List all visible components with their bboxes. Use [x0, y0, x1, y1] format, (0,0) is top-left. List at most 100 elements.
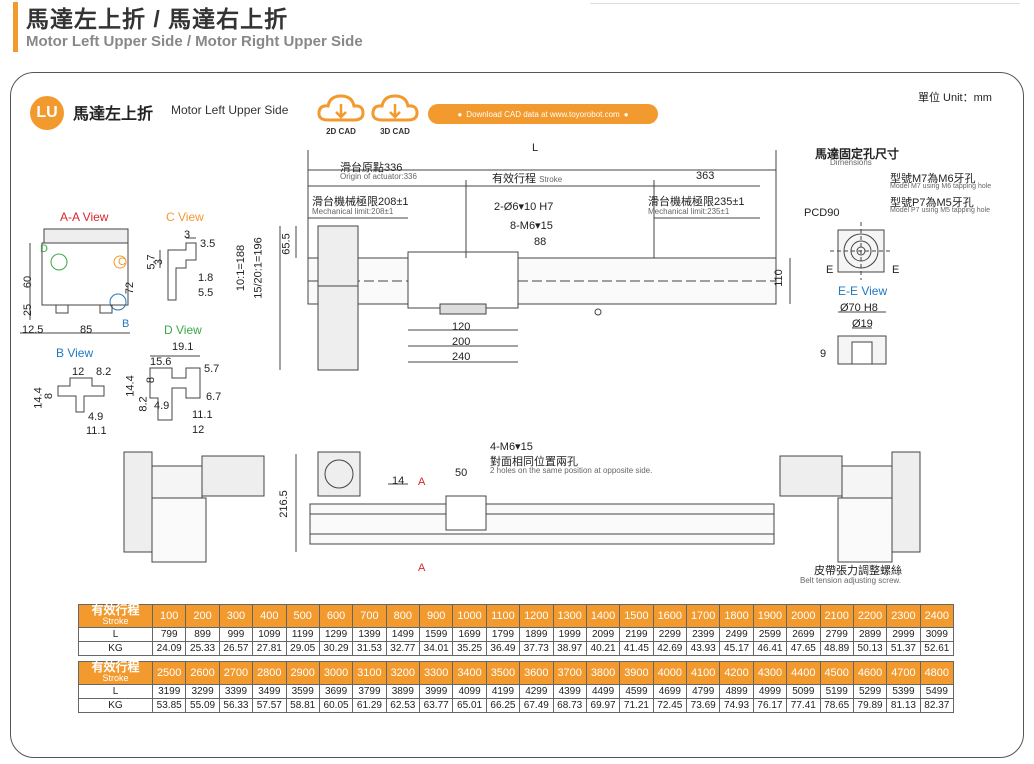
kg-row-cell: 29.05: [285, 641, 320, 656]
stroke-cell: 3900: [619, 661, 654, 685]
section-a-bottom: A: [418, 562, 426, 574]
kg-row-cell: 78.65: [819, 698, 854, 713]
kg-row-cell: 36.49: [485, 641, 521, 656]
kg-row-cell: 66.25: [485, 698, 521, 713]
stroke-cell: 1100: [485, 604, 521, 628]
dim-88: 88: [534, 236, 547, 248]
l-row-cell: 4799: [685, 684, 721, 699]
l-row-cell: 3999: [418, 684, 454, 699]
stroke-cell: 3800: [585, 661, 621, 685]
kg-row-cell: 32.77: [385, 641, 421, 656]
l-row-cell: 899: [185, 627, 220, 642]
stroke-cell: 800: [385, 604, 421, 628]
stroke-cell: 4700: [886, 661, 921, 685]
dim-65-5: 65.5: [280, 233, 293, 255]
l-row-cell: 2099: [585, 627, 621, 642]
cloud-download-icon: [317, 94, 365, 122]
d-view-profile: [149, 355, 201, 421]
kg-row-cell: 37.73: [519, 641, 554, 656]
c-view-profile: [159, 237, 197, 301]
stroke-cell: 2300: [886, 604, 921, 628]
cad-3d-label: 3D CAD: [380, 127, 410, 136]
l-row-cell: 2399: [685, 627, 721, 642]
dim-mech235-en: Mechanical limit:235±1: [648, 207, 730, 216]
stroke-cell: 700: [352, 604, 387, 628]
kg-row-cell: 53.85: [151, 698, 187, 713]
kg-row-cell: 63.77: [418, 698, 454, 713]
stroke-cell: 1700: [685, 604, 721, 628]
stroke-cell: 4500: [819, 661, 854, 685]
stroke-zh: 有效行程: [91, 660, 140, 674]
e-label-left: E: [826, 264, 834, 276]
stroke-cell: 300: [218, 604, 254, 628]
l-row-cell: 3399: [218, 684, 254, 699]
kg-row-cell: 67.49: [519, 698, 554, 713]
dim-stroke-zh: 有效行程: [492, 173, 536, 185]
l-row-cell: 999: [218, 627, 254, 642]
stroke-cell: 1000: [452, 604, 487, 628]
kg-row-cell: 48.89: [819, 641, 854, 656]
b-dim-8-2: 8.2: [96, 366, 112, 378]
right-side-view: [779, 451, 921, 563]
stroke-cell: 4800: [919, 661, 955, 685]
cad-2d-label: 2D CAD: [326, 127, 356, 136]
stroke-cell: 3300: [418, 661, 454, 685]
l-row-cell: 3499: [252, 684, 287, 699]
left-side-view: [123, 451, 265, 563]
stroke-cell: 400: [252, 604, 287, 628]
stroke-cell: 2700: [218, 661, 254, 685]
kg-row-cell: 62.53: [385, 698, 421, 713]
kg-row-cell: 25.33: [185, 641, 220, 656]
l-row-cell: 4599: [619, 684, 654, 699]
dim-120: 120: [452, 321, 471, 333]
dim-origin: 滑台原點336: [340, 162, 403, 174]
c-dim-3b: 3: [153, 258, 166, 266]
cad-3d-button[interactable]: 3D CAD: [370, 92, 420, 136]
dim-phi19: Ø19: [852, 318, 873, 330]
cad-2d-button[interactable]: 2D CAD: [316, 92, 366, 136]
stroke-cell: 600: [318, 604, 354, 628]
dim-l: L: [532, 142, 539, 154]
download-cad-label: Download CAD data at www.toyorobot.com: [466, 109, 620, 119]
l-row-cell: 2799: [819, 627, 854, 642]
motor-hole-title-en: Dimensions: [830, 158, 872, 167]
kg-row-cell: 69.97: [585, 698, 621, 713]
same-pos-label: 對面相同位置兩孔: [490, 456, 578, 468]
stroke-cell: 1800: [719, 604, 754, 628]
l-row-cell: 1999: [552, 627, 587, 642]
m7-note-en: Model M7 using M6 tapping hole: [890, 183, 992, 190]
l-row-cell: 5299: [852, 684, 888, 699]
m7-note: 型號M7為M6牙孔: [890, 173, 976, 185]
dim-72: 72: [124, 281, 137, 295]
b-dim-4-9: 4.9: [88, 411, 104, 423]
stroke-cell: 3100: [352, 661, 387, 685]
kg-row-cell: 57.57: [252, 698, 287, 713]
kg-row-cell: 74.93: [719, 698, 754, 713]
d-dim-11-1: 11.1: [192, 409, 213, 421]
l-row-cell: 5399: [886, 684, 921, 699]
stroke-cell: 2000: [786, 604, 821, 628]
stroke-cell: 4400: [786, 661, 821, 685]
motor-flange-view: [830, 222, 892, 365]
stroke-cell: 3200: [385, 661, 421, 685]
section-badge: LU: [30, 96, 64, 130]
same-pos-label-en: 2 holes on the same position at opposite…: [490, 466, 653, 475]
l-row-cell: 1099: [252, 627, 287, 642]
kg-row-cell: 35.25: [452, 641, 487, 656]
b-view-label: B View: [56, 346, 94, 360]
dim-hole-phi: 2-Ø6▾10 H7: [494, 201, 554, 213]
d-dim-14-4: 14.4: [124, 375, 137, 397]
dim-60: 60: [22, 275, 35, 289]
l-row-cell: 1599: [418, 627, 454, 642]
download-cad-link[interactable]: ● Download CAD data at www.toyorobot.com…: [428, 104, 658, 124]
stroke-cell: 1900: [752, 604, 788, 628]
kg-row-cell: 46.41: [752, 641, 788, 656]
stroke-cell: 2600: [185, 661, 220, 685]
l-row-cell: 2899: [852, 627, 888, 642]
d-dim-4-9: 4.9: [154, 400, 170, 412]
d-dim-19-1: 19.1: [172, 341, 194, 353]
stroke-cell: 2500: [151, 661, 187, 685]
dim-9: 9: [820, 348, 827, 360]
